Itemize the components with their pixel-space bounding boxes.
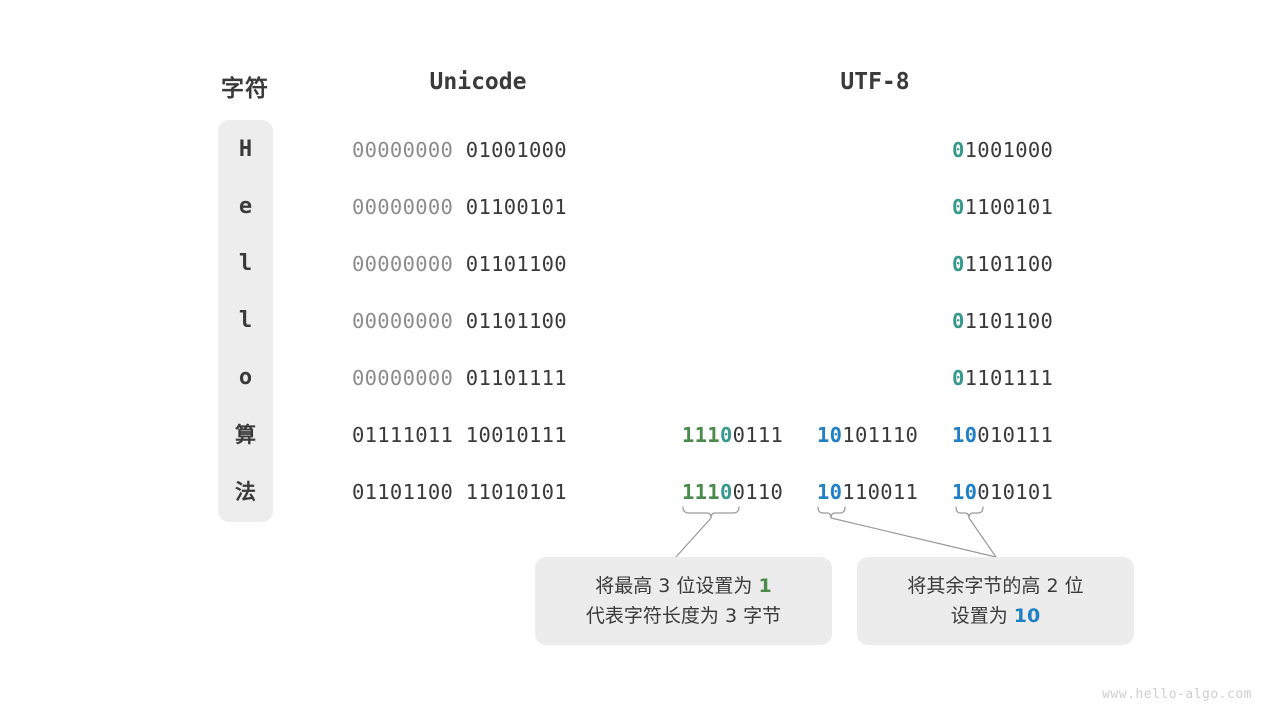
unicode-low-byte: 01101100 (465, 252, 567, 276)
utf8-prefix-bits: 10 (952, 480, 978, 504)
character-cell: l (238, 251, 253, 276)
utf8-byte-cell: 10010101 (952, 481, 1053, 503)
utf8-payload-bits: 1100101 (964, 195, 1054, 219)
utf8-byte-cell: 11100110 (682, 481, 783, 503)
utf8-prefix-bits: 0 (952, 366, 965, 390)
unicode-cell: 00000000 01100101 (352, 196, 567, 218)
utf8-prefix-bits: 111 (682, 480, 720, 504)
unicode-high-byte: 00000000 (352, 195, 454, 219)
callout-right-line-2-text: 设置为 (950, 605, 1014, 627)
utf8-payload-bits: 1001000 (964, 138, 1054, 162)
header-unicode: Unicode (429, 69, 527, 95)
character-cell: l (238, 308, 253, 333)
unicode-high-byte: 01111011 (352, 423, 454, 447)
utf8-payload-bits: 010111 (977, 423, 1054, 447)
utf8-prefix-bits: 0 (952, 195, 965, 219)
utf8-payload-bits: 1101100 (964, 309, 1054, 333)
unicode-low-byte: 01101111 (465, 366, 567, 390)
character-cell: 算 (235, 423, 256, 447)
utf8-byte-cell: 11100111 (682, 424, 783, 446)
utf8-prefix-terminator-bit: 0 (719, 423, 733, 447)
unicode-low-byte: 11010101 (465, 480, 567, 504)
utf8-payload-bits: 101110 (842, 423, 919, 447)
utf8-prefix-terminator-bit: 0 (719, 480, 733, 504)
header-utf8: UTF-8 (840, 69, 910, 95)
unicode-low-byte: 10010111 (465, 423, 567, 447)
callout-right-line-2: 设置为 10 (951, 601, 1041, 631)
utf8-payload-bits: 0110 (732, 480, 784, 504)
utf8-prefix-bits: 0 (952, 252, 965, 276)
callout-left-highlight-1: 1 (758, 575, 772, 597)
unicode-cell: 00000000 01101111 (352, 367, 567, 389)
utf8-byte-cell: 10110011 (817, 481, 918, 503)
unicode-cell: 00000000 01101100 (352, 310, 567, 332)
utf8-payload-bits: 1101111 (964, 366, 1054, 390)
utf8-payload-bits: 0111 (732, 423, 784, 447)
site-watermark: www.hello-algo.com (1102, 687, 1252, 702)
character-column-panel (218, 120, 273, 522)
unicode-low-byte: 01101100 (465, 309, 567, 333)
utf8-payload-bits: 110011 (842, 480, 919, 504)
utf8-byte-cell: 10101110 (817, 424, 918, 446)
utf8-byte-cell: 01101100 (952, 253, 1053, 275)
callout-leading-bits: 将最高 3 位设置为 1 代表字符长度为 3 字节 (535, 557, 832, 645)
utf8-byte-cell: 10010111 (952, 424, 1053, 446)
unicode-cell: 00000000 01101100 (352, 253, 567, 275)
callout-left-line-2: 代表字符长度为 3 字节 (585, 605, 782, 627)
callout-left-line-1: 将最高 3 位设置为 1 (595, 571, 771, 601)
character-cell: 法 (235, 480, 256, 504)
callout-left-line-1-text: 将最高 3 位设置为 (595, 575, 759, 597)
unicode-high-byte: 00000000 (352, 309, 454, 333)
unicode-high-byte: 00000000 (352, 138, 454, 162)
unicode-high-byte: 00000000 (352, 252, 454, 276)
callout-right-line-1: 将其余字节的高 2 位 (907, 575, 1084, 597)
utf8-prefix-bits: 111 (682, 423, 720, 447)
utf8-byte-cell: 01100101 (952, 196, 1053, 218)
utf8-prefix-bits: 0 (952, 138, 965, 162)
utf8-byte-cell: 01101111 (952, 367, 1053, 389)
unicode-low-byte: 01001000 (465, 138, 567, 162)
unicode-low-byte: 01100101 (465, 195, 567, 219)
utf8-payload-bits: 010101 (977, 480, 1054, 504)
unicode-high-byte: 00000000 (352, 366, 454, 390)
unicode-cell: 00000000 01001000 (352, 139, 567, 161)
character-cell: o (238, 365, 253, 390)
utf8-prefix-bits: 10 (817, 480, 843, 504)
utf8-byte-cell: 01101100 (952, 310, 1053, 332)
character-cell: H (238, 137, 253, 162)
header-character: 字符 (221, 76, 269, 102)
unicode-cell: 01101100 11010101 (352, 481, 567, 503)
utf8-byte-cell: 01001000 (952, 139, 1053, 161)
utf8-prefix-bits: 0 (952, 309, 965, 333)
callout-right-highlight-1: 10 (1013, 605, 1041, 627)
unicode-high-byte: 01101100 (352, 480, 454, 504)
unicode-cell: 01111011 10010111 (352, 424, 567, 446)
utf8-prefix-bits: 10 (817, 423, 843, 447)
utf8-prefix-bits: 10 (952, 423, 978, 447)
callout-continuation-bits: 将其余字节的高 2 位 设置为 10 (857, 557, 1134, 645)
character-cell: e (238, 194, 253, 219)
utf8-payload-bits: 1101100 (964, 252, 1054, 276)
